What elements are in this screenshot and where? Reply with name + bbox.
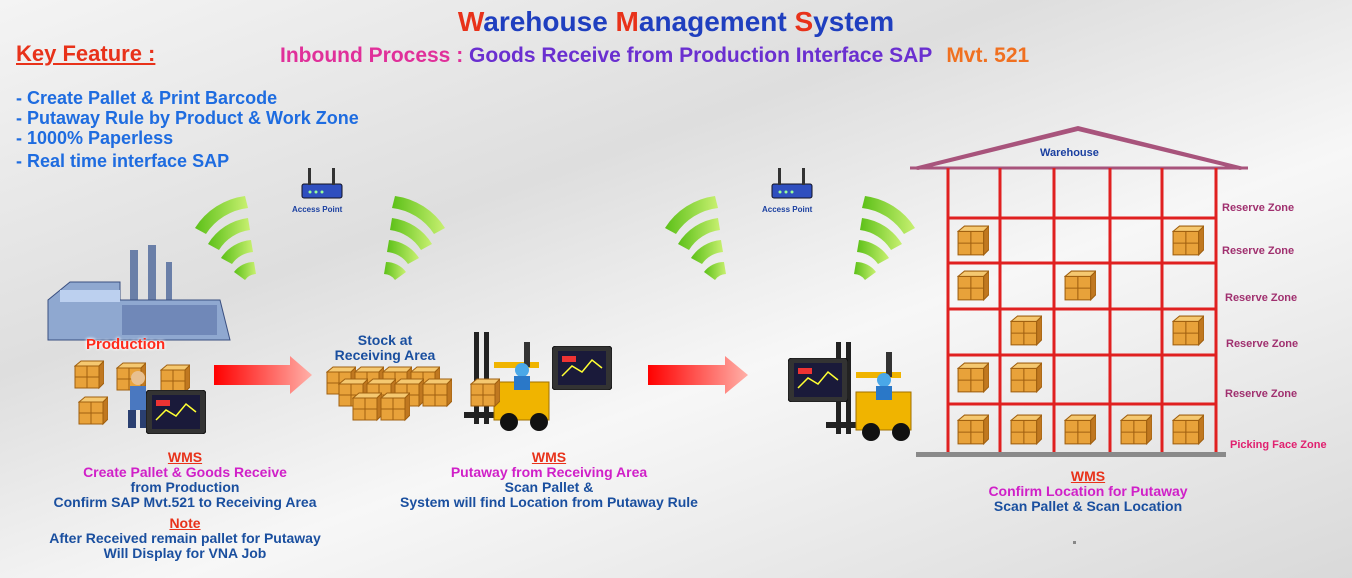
tablet-icon (146, 390, 206, 434)
production-label: Production (86, 336, 166, 353)
key-feature-heading: Key Feature : (16, 41, 156, 66)
wifi-signal-icon (195, 196, 445, 280)
subtitle-process: Inbound Process : (280, 44, 470, 67)
tablet-icon (788, 358, 848, 402)
step2-caption: WMS Putaway from Receiving Area Scan Pal… (370, 450, 728, 510)
subtitle-movement: Mvt. 521 (946, 44, 1030, 67)
subtitle-description: Goods Receive from Production Interface … (469, 44, 933, 67)
step1-caption: WMS Create Pallet & Goods Receive from P… (20, 450, 350, 561)
factory-icon (47, 245, 231, 341)
access-point-label: Access Point (292, 205, 343, 214)
note-label: Note (169, 515, 201, 531)
wifi-signal-icon (665, 196, 915, 280)
zone-label: Reserve Zone (1222, 245, 1295, 257)
access-point-icon (301, 167, 343, 199)
zone-label: Reserve Zone (1226, 338, 1299, 350)
worker-icon (128, 371, 148, 428)
flow-arrow (214, 356, 312, 394)
pallet-box (470, 378, 500, 407)
zone-label: Reserve Zone (1225, 292, 1298, 304)
tablet-icon (552, 346, 612, 390)
feature-item: - Create Pallet & Print Barcode (16, 88, 278, 108)
wms-label: WMS (167, 449, 203, 465)
flow-arrow (648, 356, 748, 394)
page-title: Warehouse Management System (457, 6, 895, 37)
zone-label: Picking Face Zone (1230, 439, 1327, 451)
feature-item: - Real time interface SAP (16, 151, 230, 171)
feature-item: - Putaway Rule by Product & Work Zone (16, 108, 359, 128)
zone-label: Reserve Zone (1222, 202, 1295, 214)
warehouse-label: Warehouse (1040, 147, 1099, 159)
receiving-stock-pallets (326, 366, 452, 421)
feature-item: - 1000% Paperless (16, 128, 174, 148)
access-point-icon (771, 167, 813, 199)
stored-pallets (957, 225, 1204, 445)
warehouse-rack (910, 126, 1248, 457)
process-subtitle: Inbound Process : Goods Receive from Pro… (280, 44, 1029, 68)
stock-label: Stock at Receiving Area (334, 332, 436, 363)
access-point-label: Access Point (762, 205, 813, 214)
zone-label: Reserve Zone (1225, 388, 1298, 400)
wms-label: WMS (531, 449, 567, 465)
wms-label: WMS (1070, 468, 1106, 484)
feature-list: - Create Pallet & Print Barcode - Putawa… (16, 88, 359, 171)
step3-caption: WMS Confirm Location for Putaway Scan Pa… (960, 469, 1216, 514)
